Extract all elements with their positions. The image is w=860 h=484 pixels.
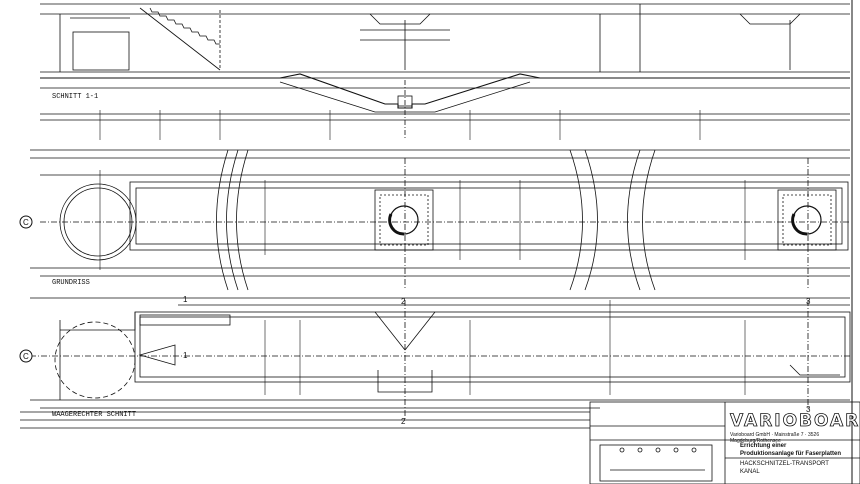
company-address: Varioboard GmbH · Mainstraße 7 · 3526 Ma… xyxy=(730,432,820,444)
drawing-title-2: KANAL xyxy=(740,469,760,475)
brand-logo: VARIOBOARD xyxy=(730,411,860,432)
cut-2-bottom: 2 xyxy=(401,417,406,426)
cut-3-right-low: 3 xyxy=(806,405,811,414)
top-elevation xyxy=(40,3,850,79)
title-block xyxy=(20,401,860,484)
project-line-1: Errichtung einer xyxy=(740,443,787,449)
cut-1-left: 1 xyxy=(183,295,188,304)
dimension-ticks xyxy=(99,110,746,395)
project-line-2: Produktionsanlage für Faserplatten xyxy=(740,451,842,457)
drawing-title-1: HACKSCHNITZEL-TRANSPORT xyxy=(740,461,829,467)
section-label-grundriss: GRUNDRISS xyxy=(52,279,90,287)
section-1-1-profile xyxy=(40,73,850,140)
axis-markers: C C xyxy=(19,215,33,363)
axis-c-lower-label: C xyxy=(23,352,29,361)
axis-c-upper-label: C xyxy=(23,218,29,227)
cut-2-top: 2 xyxy=(401,297,406,306)
plan-view xyxy=(30,149,850,291)
cut-1-left-low: 1 xyxy=(183,351,188,360)
section-label-schnitt: SCHNITT 1-1 xyxy=(52,93,98,101)
horizontal-section xyxy=(30,297,851,420)
section-label-waagerecht: WAAGERECHTER SCHNITT xyxy=(52,411,136,419)
cut-markers: 1 2 3 1 2 3 xyxy=(183,295,811,426)
cut-3-right-top: 3 xyxy=(806,297,811,306)
